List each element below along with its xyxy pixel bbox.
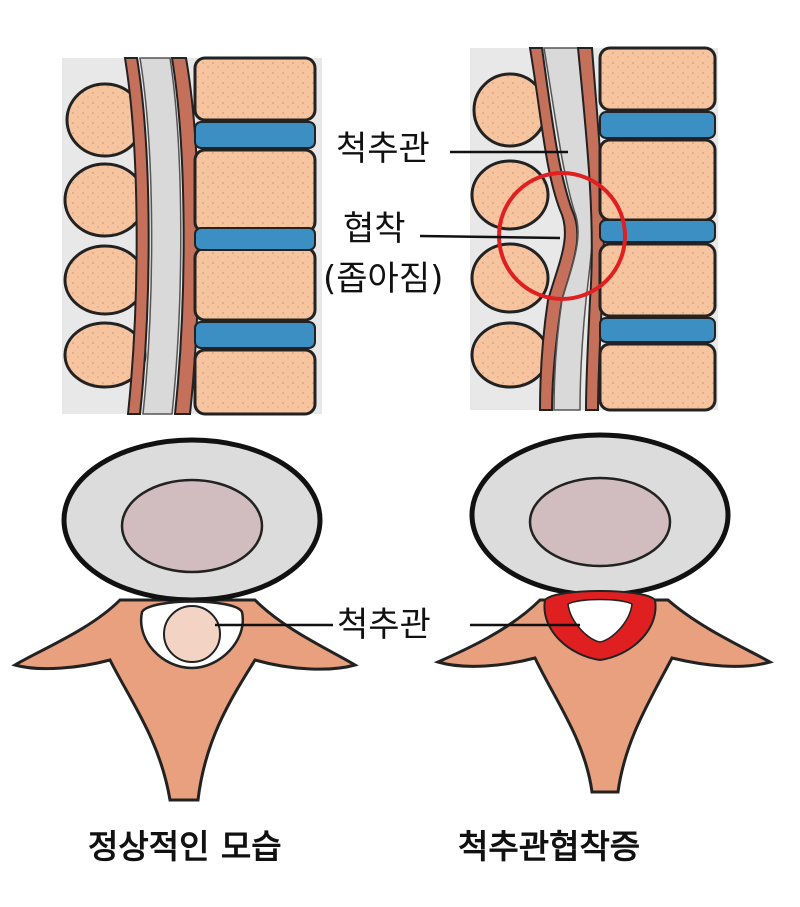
normal-spine-side-view [62, 56, 322, 416]
stenosis-caption: 척추관협착증 [458, 827, 641, 866]
spinal-canal-label-bottom: 척추관 [337, 605, 431, 645]
spinal-canal-label-top: 척추관 [336, 129, 430, 169]
narrowing-label: 협착 [343, 209, 406, 249]
stenosis-vertebra-cross-section [433, 432, 774, 794]
narrowing-sub-label: (좁아짐) [323, 259, 444, 299]
normal-caption: 정상적인 모습 [88, 827, 282, 866]
stenosis-spine-side-view [470, 46, 718, 412]
normal-vertebra-cross-section [11, 437, 359, 802]
narrowing-leader-line [419, 234, 561, 240]
